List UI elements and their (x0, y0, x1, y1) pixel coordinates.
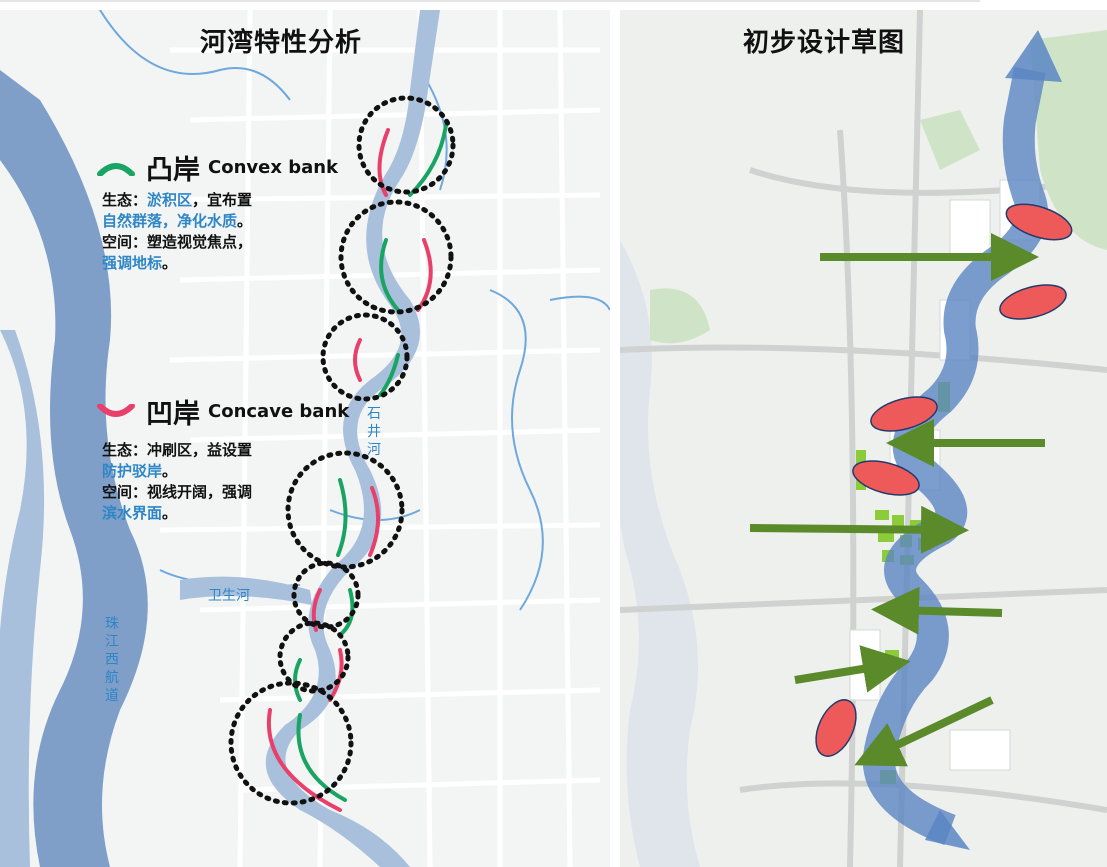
bend-circles (228, 95, 456, 806)
right-panel-title: 初步设计草图 (743, 28, 906, 58)
convex-title-cn: 凸岸 (146, 155, 200, 186)
concave-legend-heading: 凹岸 Concave bank (96, 392, 349, 431)
convex-space-line2: 强调地标 (102, 254, 163, 272)
concave-space-line2: 滨水界面 (102, 504, 163, 522)
convex-description: 生态：淤积区，宜布置 自然群落，净化水质。 空间：塑造视觉焦点， 强调地标。 (102, 190, 252, 274)
convex-legend-heading: 凸岸 Convex bank (96, 148, 338, 187)
left-panel-title: 河湾特性分析 (200, 28, 363, 58)
concave-space-label: 空间：视线开阔，强调 (102, 483, 253, 501)
concave-title-cn: 凹岸 (146, 399, 200, 430)
left-water-channel (620, 240, 700, 867)
river-flow-tail (925, 810, 970, 850)
concave-title-en: Concave bank (208, 401, 350, 422)
green-areas (650, 30, 1107, 344)
concave-curve-icon (97, 403, 135, 417)
city-road-grid (159, 10, 601, 867)
pearl-river-west-channel (0, 70, 148, 867)
view-axis-arrows (749, 233, 1045, 767)
top-divider-line (0, 0, 980, 2)
concave-space-line2-end: 。 (162, 504, 178, 522)
convex-curve-icon (97, 162, 135, 176)
river-bend-analysis-panel: 河湾特性分析 凸岸 Convex bank 生态：淤积区，宜布置 自然群落，净化… (0, 10, 610, 867)
design-sketch-map (620, 10, 1107, 867)
shijing-char-3: 河 (367, 442, 381, 458)
convex-space-line2-end: 。 (162, 254, 178, 272)
concave-eco-label: 生态：冲刷区，益设置 (102, 441, 253, 459)
weisheng-river (180, 576, 312, 605)
convex-eco-line2: 自然群落，净化水质 (102, 212, 238, 230)
hotspot-ellipses (815, 203, 1073, 757)
zhujiang-channel-label: 珠 江 西 航 道 (104, 615, 120, 705)
shijing-river-label: 石 井 河 (366, 405, 382, 459)
zhujiang-char-1: 珠 (105, 616, 119, 632)
concave-eco-line2-end: 。 (162, 462, 178, 480)
concave-description: 生态：冲刷区，益设置 防护驳岸。 空间：视线开阔，强调 滨水界面。 (102, 440, 252, 524)
convex-eco-highlight: 淤积区 (147, 191, 193, 209)
zhujiang-char-3: 西 (105, 652, 119, 668)
convex-space-label: 空间：塑造视觉焦点， (102, 233, 253, 251)
river-flow-arrowhead (1005, 30, 1062, 82)
weisheng-river-label: 卫生河 (208, 588, 250, 604)
zhujiang-char-4: 航 (105, 670, 119, 686)
convex-eco-line2-end: 。 (237, 212, 253, 230)
zhujiang-char-5: 道 (105, 688, 119, 704)
concave-eco-line2: 防护驳岸 (102, 462, 163, 480)
convex-eco-label: 生态： (102, 191, 148, 209)
zhujiang-char-2: 江 (105, 634, 119, 650)
convex-eco-rest: ，宜布置 (192, 191, 253, 209)
shijing-char-1: 石 (367, 406, 381, 422)
shijing-river (265, 10, 440, 867)
shijing-char-2: 井 (367, 424, 381, 440)
convex-title-en: Convex bank (208, 157, 339, 178)
analysis-map (0, 10, 610, 867)
pearl-river-left-branch (0, 330, 45, 867)
preliminary-design-sketch-panel: 初步设计草图 (620, 10, 1107, 867)
